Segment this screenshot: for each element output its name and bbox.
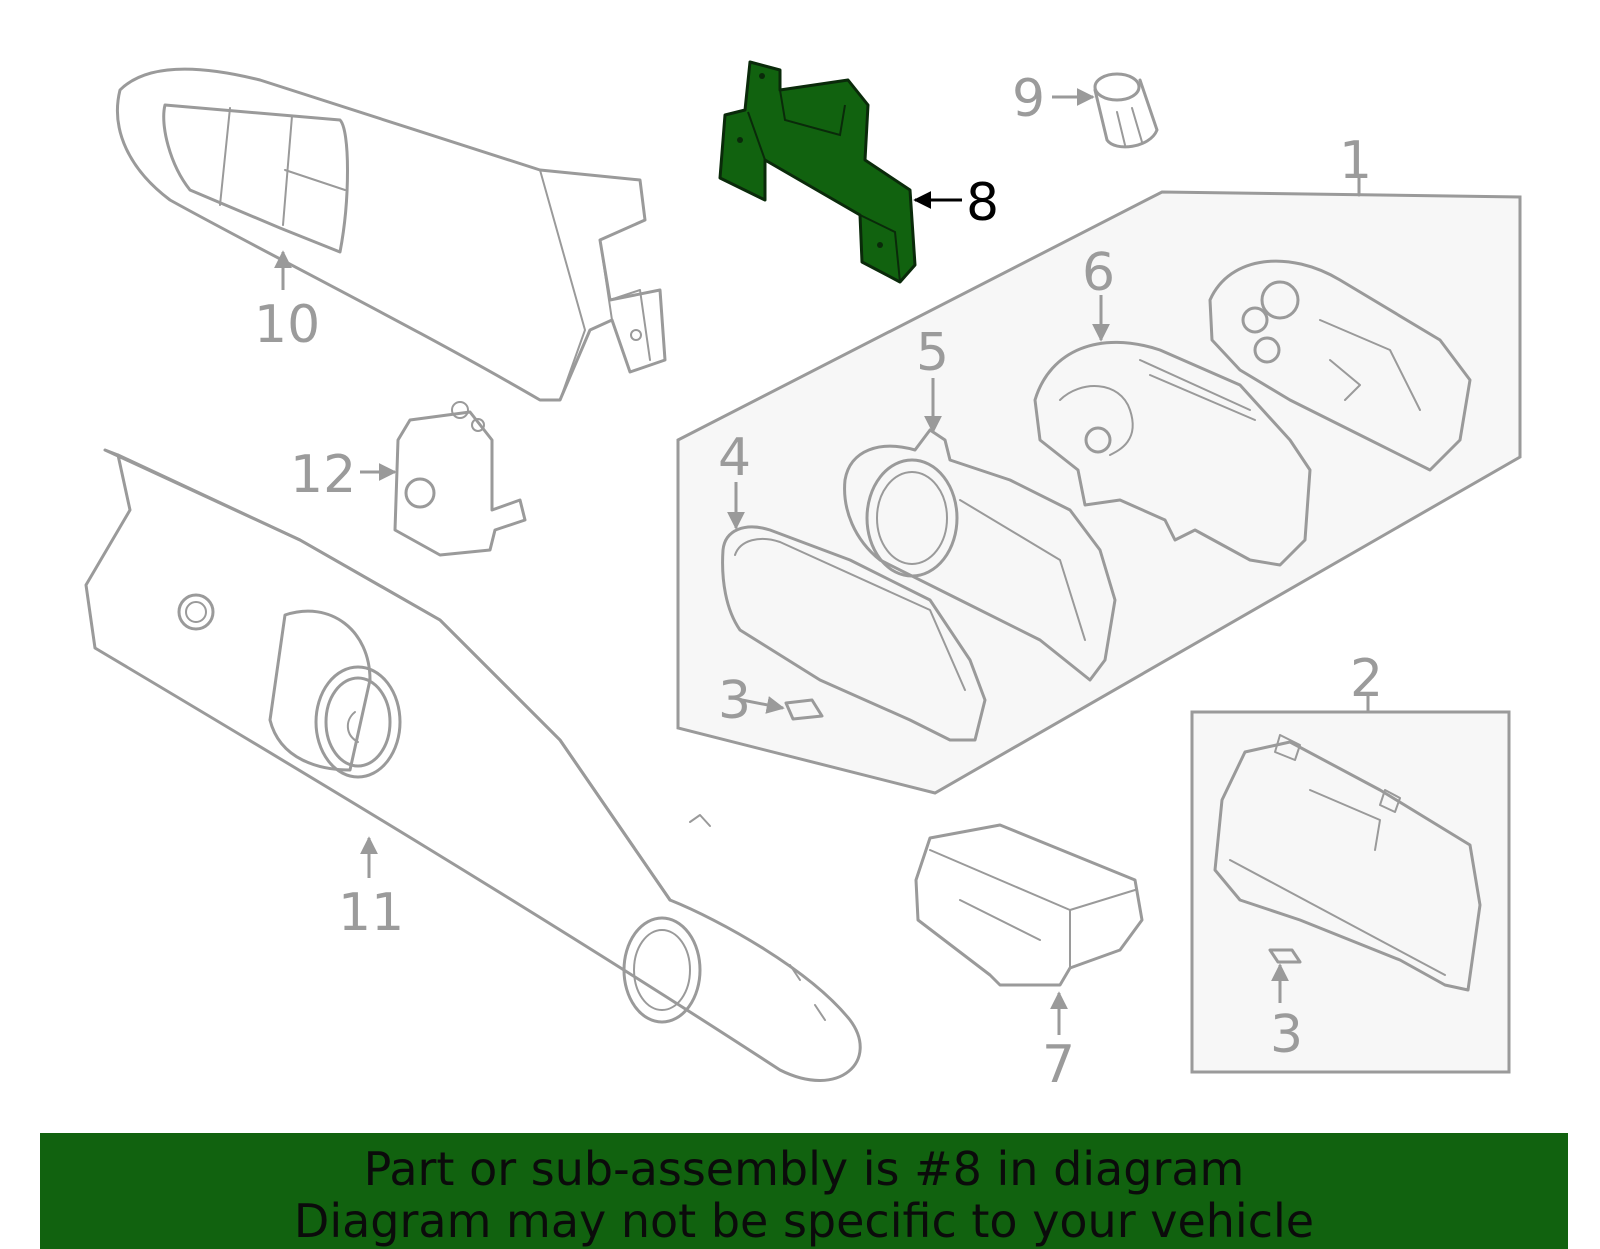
callout-9: 9 [1012,69,1045,129]
part-9-knob[interactable] [1093,72,1159,149]
callout-3-group1: 3 [718,671,751,731]
banner-line-2: Diagram may not be specific to your vehi… [293,1194,1315,1248]
callout-10: 10 [254,295,320,355]
part-10-switch-panel[interactable] [115,67,667,402]
part-11-dash-panel[interactable] [84,448,862,1082]
banner-line-1: Part or sub-assembly is #8 in diagram [363,1142,1245,1196]
part-3-clip-a[interactable] [784,698,824,721]
callout-3-group2: 3 [1270,1005,1303,1065]
callout-12: 12 [290,445,356,505]
part-5-lens-housing[interactable] [843,428,1117,682]
callout-5: 5 [916,323,949,383]
callout-4: 4 [718,428,751,488]
part-7-control-module[interactable] [914,823,1144,987]
callout-8: 8 [966,173,999,233]
callout-1: 1 [1339,131,1372,191]
info-banner: Part or sub-assembly is #8 in diagram Di… [40,1133,1568,1249]
part-2-display-module[interactable] [1213,734,1482,992]
part-1-housing[interactable] [1208,259,1472,472]
assembly-2-panel [1190,710,1511,1074]
part-3-clip-b[interactable] [1268,948,1302,964]
callout-7: 7 [1042,1035,1075,1095]
callout-2: 2 [1350,649,1383,709]
callout-11: 11 [338,883,404,943]
callout-6: 6 [1082,243,1115,303]
part-12-actuator[interactable] [393,401,527,557]
assembly-1-panel [676,190,1522,795]
part-6-circuit-board[interactable] [1033,340,1312,567]
part-8-bracket[interactable] [718,60,917,284]
part-4-bezel[interactable] [721,525,987,742]
